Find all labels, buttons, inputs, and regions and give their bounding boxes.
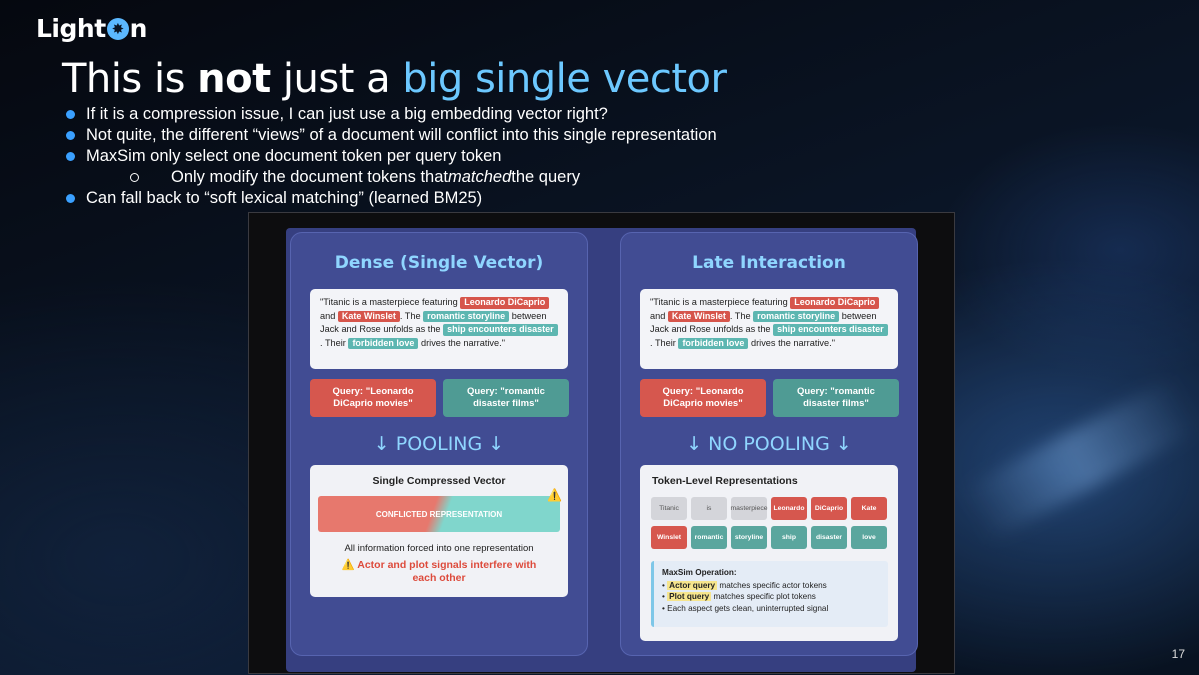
token-chip: Leonardo xyxy=(771,497,807,520)
card-title: Single Compressed Vector xyxy=(372,475,506,487)
maxsim-title: MaxSim Operation: xyxy=(662,568,737,577)
token-chip: love xyxy=(851,526,887,549)
comparison-figure: Dense (Single Vector) "Titanic is a mast… xyxy=(248,212,955,674)
token-row: Titanic is masterpiece Leonardo DiCaprio… xyxy=(651,497,891,520)
card-note: All information forced into one represen… xyxy=(344,543,534,554)
highlight-plot: romantic storyline xyxy=(753,310,840,322)
token-grid: Titanic is masterpiece Leonardo DiCaprio… xyxy=(651,497,891,555)
maxsim-line: • Each aspect gets clean, uninterrupted … xyxy=(662,603,829,613)
token-chip: Titanic xyxy=(651,497,687,520)
card-title: Token-Level Representations xyxy=(652,475,798,487)
highlight-actor: Kate Winslet xyxy=(337,310,400,322)
maxsim-line: • Plot query matches specific plot token… xyxy=(662,592,816,601)
query-actor-box: Query: "Leonardo DiCaprio movies" xyxy=(640,379,766,417)
interference-alert: ⚠️ Actor and plot signals interfere with… xyxy=(341,559,537,584)
slide-title: This is not just a big single vector xyxy=(62,56,727,102)
highlight-plot: ship encounters disaster xyxy=(773,324,888,336)
bullet-ring-icon xyxy=(130,173,139,182)
dense-panel-title: Dense (Single Vector) xyxy=(334,253,544,273)
highlight-plot: romantic storyline xyxy=(423,310,510,322)
bullet-item: Not quite, the different “views” of a do… xyxy=(66,125,717,146)
token-chip: is xyxy=(691,497,727,520)
query-actor-box: Query: "Leonardo DiCaprio movies" xyxy=(310,379,436,417)
figure-canvas: Dense (Single Vector) "Titanic is a mast… xyxy=(286,228,918,672)
token-chip: Kate xyxy=(851,497,887,520)
token-chip: ship xyxy=(771,526,807,549)
logo-star-icon: ✸ xyxy=(106,18,129,40)
bullet-item: Can fall back to “soft lexical matching”… xyxy=(66,188,717,209)
maxsim-explanation: MaxSim Operation: • Actor query matches … xyxy=(651,561,888,627)
bullet-item: MaxSim only select one document token pe… xyxy=(66,146,717,167)
single-vector-card: Single Compressed Vector CONFLICTED REPR… xyxy=(310,465,568,597)
dense-panel: Dense (Single Vector) "Titanic is a mast… xyxy=(290,232,588,656)
document-text-box: "Titanic is a masterpiece featuring Leon… xyxy=(310,289,568,369)
sub-bullet-item: Only modify the document tokens that mat… xyxy=(66,167,717,188)
bullet-dot-icon xyxy=(66,131,75,140)
token-level-card: Token-Level Representations Titanic is m… xyxy=(640,465,898,641)
page-number: 17 xyxy=(1171,647,1185,661)
bullet-dot-icon xyxy=(66,152,75,161)
conflicted-vector-bar: CONFLICTED REPRESENTATION ⚠️ xyxy=(318,488,562,532)
maxsim-line: • Actor query matches specific actor tok… xyxy=(662,580,827,590)
bullet-dot-icon xyxy=(66,194,75,203)
highlight-plot: forbidden love xyxy=(678,337,749,349)
late-interaction-panel: Late Interaction "Titanic is a masterpie… xyxy=(620,232,918,656)
no-pooling-label: ↓ NO POOLING ↓ xyxy=(686,433,852,455)
token-chip: Winslet xyxy=(651,526,687,549)
lighton-logo: Light✸n xyxy=(36,13,147,43)
token-chip: disaster xyxy=(811,526,847,549)
token-chip: romantic xyxy=(691,526,727,549)
background-light-streak xyxy=(959,377,1199,543)
highlight-plot: ship encounters disaster xyxy=(443,324,558,336)
bullet-dot-icon xyxy=(66,110,75,119)
token-chip: DiCaprio xyxy=(811,497,847,520)
pooling-label: ↓ POOLING ↓ xyxy=(373,433,505,455)
warning-icon: ⚠️ xyxy=(547,488,562,502)
token-row: Winslet romantic storyline ship disaster… xyxy=(651,526,891,549)
bullet-item: If it is a compression issue, I can just… xyxy=(66,104,717,125)
query-plot-box: Query: "romantic disaster films" xyxy=(773,379,899,417)
query-plot-box: Query: "romantic disaster films" xyxy=(443,379,569,417)
highlight-actor: Kate Winslet xyxy=(667,310,730,322)
token-chip: storyline xyxy=(731,526,767,549)
late-interaction-panel-title: Late Interaction xyxy=(692,253,846,273)
document-text-box: "Titanic is a masterpiece featuring Leon… xyxy=(640,289,898,369)
bullet-list: If it is a compression issue, I can just… xyxy=(66,104,717,209)
highlight-actor: Leonardo DiCaprio xyxy=(790,297,880,309)
highlight-actor: Leonardo DiCaprio xyxy=(460,297,550,309)
highlight-plot: forbidden love xyxy=(348,337,419,349)
token-chip: masterpiece xyxy=(730,497,768,520)
